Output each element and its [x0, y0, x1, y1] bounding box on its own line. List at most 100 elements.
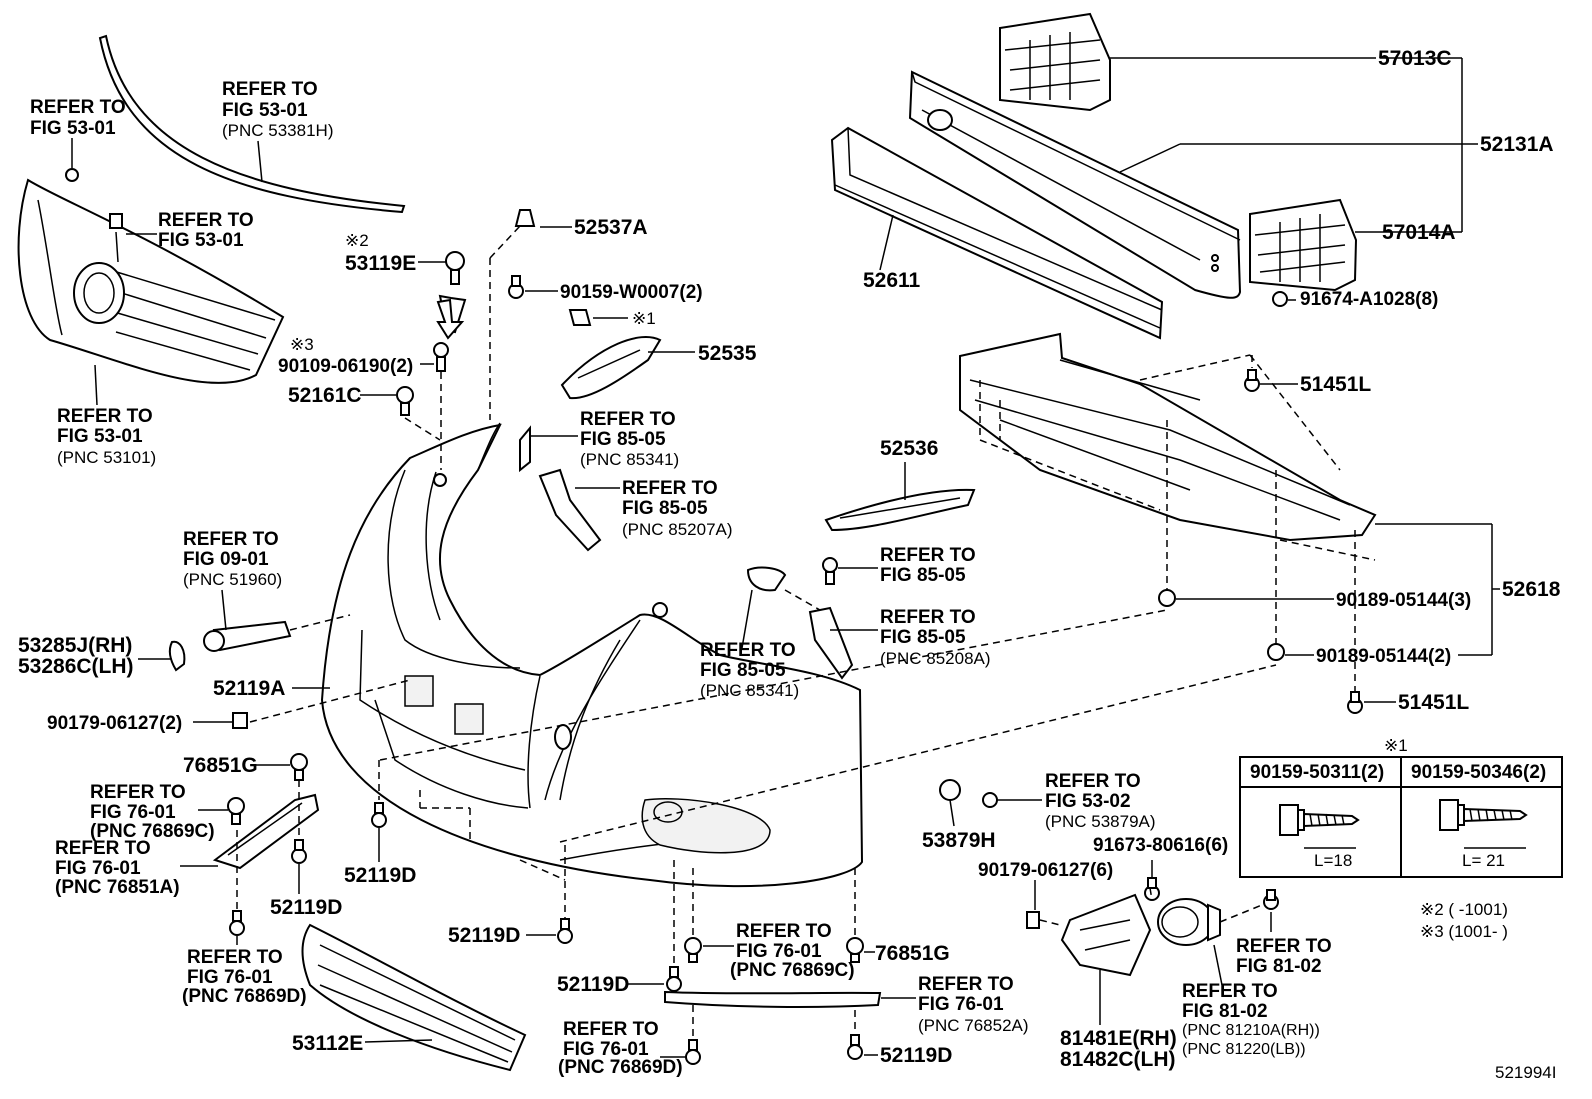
label-pn-52618: 52618 [1502, 578, 1561, 601]
retainer-52536 [824, 488, 976, 532]
label-pn-53119e: 53119E [345, 252, 416, 275]
radiator-grille [17, 178, 285, 384]
label-pn-52119d-a: 52119D [344, 864, 416, 887]
towing-eye [203, 620, 292, 652]
label-refer-85-05-d-2: FIG 85-05 [880, 627, 966, 648]
label-pn-90189-05144-3: 90189-05144(3) [1336, 590, 1471, 611]
label-refer-76-01-e-2: FIG 76-01 [918, 994, 1004, 1015]
label-pn-52119a: 52119A [213, 677, 285, 700]
lower-moulding-76852a [664, 990, 882, 1008]
label-diagram-id: 521994I [1495, 1063, 1556, 1082]
label-note2-mark: ※2 [345, 231, 369, 250]
label-refer-76-01-f-2: FIG 76-01 [563, 1039, 649, 1060]
label-refer-81-02-a-1: REFER TO [1236, 936, 1332, 957]
label-refer-53-02-1: REFER TO [1045, 771, 1141, 792]
fog-lamp-bracket [1060, 893, 1152, 977]
bumper-reinforcement [908, 70, 1242, 299]
label-pnc-53381h: (PNC 53381H) [222, 121, 334, 140]
fog-lamp [1157, 898, 1221, 946]
bracket-57014a [1249, 198, 1358, 292]
label-refer-85-05-d-1: REFER TO [880, 607, 976, 628]
label-refer-76-01-b-2: FIG 76-01 [55, 858, 141, 879]
label-refer-76-01-a-2: FIG 76-01 [90, 802, 176, 823]
energy-absorber [830, 126, 1164, 340]
label-refer-53-01-a-1: REFER TO [30, 97, 126, 118]
label-refer-53-01-b-2: FIG 53-01 [222, 100, 308, 121]
label-refer-53-01-c-1: REFER TO [158, 210, 254, 231]
label-pn-52119d-c: 52119D [448, 924, 520, 947]
label-refer-85-05-a-1: REFER TO [580, 409, 676, 430]
label-pnc-76852a: (PNC 76852A) [918, 1016, 1029, 1035]
label-refer-53-01-d-2: FIG 53-01 [57, 426, 143, 447]
upper-moulding-strip [98, 34, 406, 214]
label-refer-09-01-2: FIG 09-01 [183, 549, 269, 570]
label-note1-mark-a: ※1 [632, 309, 656, 328]
label-refer-76-01-b-1: REFER TO [55, 838, 151, 859]
label-pn-52537a: 52537A [574, 216, 648, 239]
label-pn-90159-w0007: 90159-W0007(2) [560, 282, 703, 303]
label-pnc-76869d-a: (PNC 76869D) [182, 986, 307, 1007]
label-pn-53286c: 53286C(LH) [18, 655, 134, 678]
label-refer-85-05-b-2: FIG 85-05 [622, 498, 708, 519]
label-pnc-76869c-a: (PNC 76869C) [90, 821, 215, 842]
label-pnc-53101: (PNC 53101) [57, 448, 156, 467]
screw-table-col2-header: 90159-50346(2) [1411, 762, 1546, 783]
label-pn-51451l-b: 51451L [1398, 691, 1469, 714]
screw-table-col1-header: 90159-50311(2) [1250, 762, 1384, 783]
label-pn-90189-05144-2: 90189-05144(2) [1316, 646, 1451, 667]
dashed-assembly-lines [236, 225, 1376, 1040]
label-pn-90179-06127-2: 90179-06127(2) [47, 713, 182, 734]
label-refer-53-01-c-2: FIG 53-01 [158, 230, 244, 251]
label-refer-81-02-b-1: REFER TO [1182, 981, 1278, 1002]
label-refer-76-01-d-1: REFER TO [736, 921, 832, 942]
label-refer-09-01-1: REFER TO [183, 529, 279, 550]
label-refer-85-05-c-2: FIG 85-05 [880, 565, 966, 586]
label-pn-76851g-b: 76851G [875, 942, 950, 965]
lower-grille [301, 923, 527, 1072]
label-pn-81481e: 81481E(RH) [1060, 1027, 1177, 1050]
label-pn-52161c: 52161C [288, 384, 362, 407]
label-refer-76-01-a-1: REFER TO [90, 782, 186, 803]
label-refer-81-02-b-2: FIG 81-02 [1182, 1001, 1268, 1022]
label-pn-57013c: 57013C [1378, 47, 1452, 70]
screw-table-col2-len: L= 21 [1462, 851, 1505, 870]
label-pn-76851g-a: 76851G [183, 754, 258, 777]
label-pn-51451l-a: 51451L [1300, 373, 1371, 396]
arrow-icon [436, 298, 465, 340]
label-pn-53879h: 53879H [922, 829, 996, 852]
label-pn-53285j: 53285J(RH) [18, 634, 132, 657]
label-refer-81-02-a-2: FIG 81-02 [1236, 956, 1322, 977]
label-pnc-81220: (PNC 81220(LB)) [1182, 1041, 1306, 1058]
leader-lines [126, 57, 1500, 1058]
label-refer-53-02-2: FIG 53-02 [1045, 791, 1131, 812]
label-pn-52536: 52536 [880, 437, 938, 460]
label-pnc-51960: (PNC 51960) [183, 570, 282, 589]
label-refer-85-05-e-2: FIG 85-05 [700, 660, 786, 681]
label-pn-52131a: 52131A [1480, 133, 1554, 156]
label-refer-53-01-a-2: FIG 53-01 [30, 118, 116, 139]
label-note3-mark: ※3 [290, 335, 314, 354]
label-refer-76-01-e-1: REFER TO [918, 974, 1014, 995]
label-pnc-85341-a: (PNC 85341) [580, 450, 679, 469]
label-note2-text: ※2 ( -1001) [1420, 900, 1508, 919]
label-note1-mark-b: ※1 [1384, 736, 1408, 755]
label-refer-76-01-f-1: REFER TO [563, 1019, 659, 1040]
label-pn-52119d-e: 52119D [880, 1044, 952, 1067]
label-pnc-76851a: (PNC 76851A) [55, 877, 180, 898]
front-bumper-cover [320, 422, 864, 888]
label-pn-52611: 52611 [863, 269, 921, 292]
label-refer-53-01-b-1: REFER TO [222, 79, 318, 100]
screw-table: 90159-50311(2) 90159-50346(2) L=18 L= 21 [1239, 756, 1563, 878]
label-pnc-81210a: (PNC 81210A(RH)) [1182, 1022, 1320, 1039]
label-note3-text: ※3 (1001- ) [1420, 922, 1508, 941]
label-refer-76-01-d-2: FIG 76-01 [736, 941, 822, 962]
label-refer-85-05-a-2: FIG 85-05 [580, 429, 666, 450]
label-pn-52119d-d: 52119D [557, 973, 629, 996]
label-pnc-85341-b: (PNC 85341) [700, 681, 799, 700]
bracket-57013c [999, 12, 1111, 112]
label-refer-85-05-e-1: REFER TO [700, 640, 796, 661]
retainer-52535 [560, 336, 662, 400]
label-pn-81482c: 81482C(LH) [1060, 1048, 1176, 1071]
label-refer-85-05-c-1: REFER TO [880, 545, 976, 566]
